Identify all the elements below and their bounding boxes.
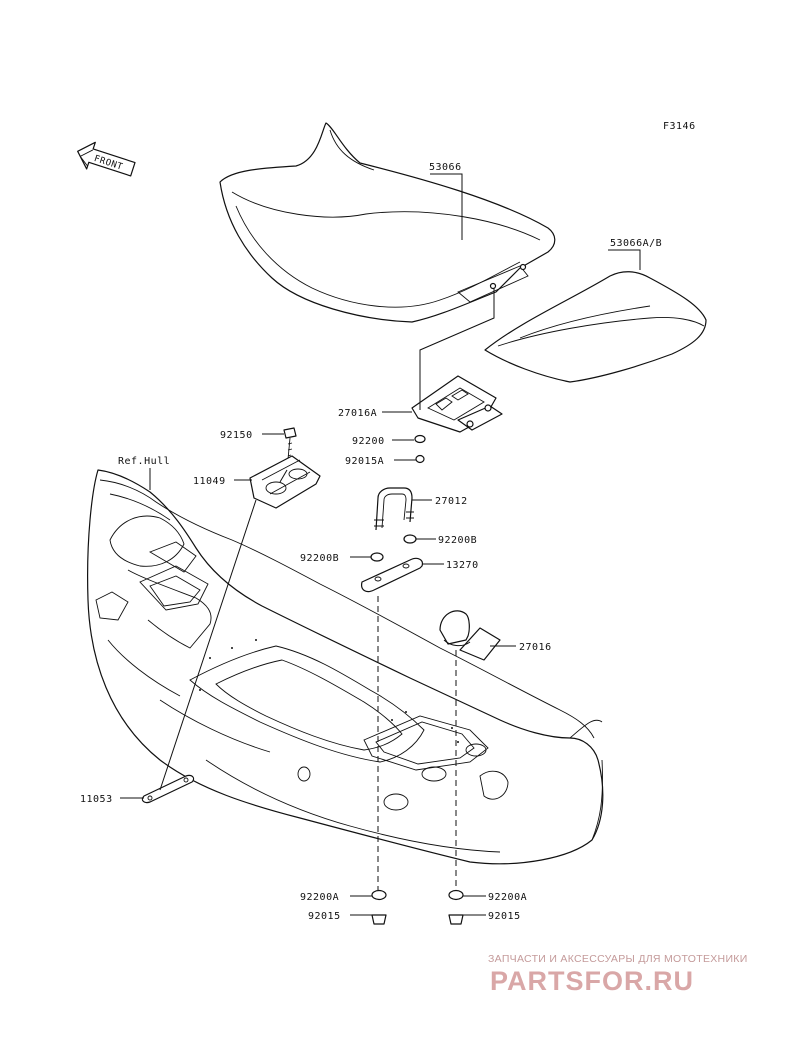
u-bolt-27012 bbox=[374, 487, 414, 531]
callout-92150: 92150 bbox=[220, 430, 253, 441]
callout-92200b-right: 92200B bbox=[438, 535, 477, 546]
plate-13270 bbox=[361, 557, 423, 593]
callout-11053: 11053 bbox=[80, 794, 113, 805]
main-seat bbox=[219, 122, 556, 323]
callout-27016: 27016 bbox=[519, 642, 552, 653]
rear-seat bbox=[484, 271, 707, 383]
watermark-tagline: ЗАПЧАСТИ И АКСЕССУАРЫ ДЛЯ МОТОТЕХНИКИ bbox=[488, 953, 748, 965]
figure-code: F3146 bbox=[663, 121, 696, 132]
plate-11049 bbox=[249, 455, 321, 509]
callout-53066ab: 53066A/B bbox=[610, 238, 662, 249]
seat-latch-bracket bbox=[411, 375, 503, 433]
watermark: ЗАПЧАСТИ И АКСЕССУАРЫ ДЛЯ МОТОТЕХНИКИ PA… bbox=[488, 953, 748, 996]
washer-92200b-left bbox=[370, 552, 384, 562]
nut-92015-left bbox=[371, 914, 387, 925]
ref-hull-label: Ref.Hull bbox=[118, 456, 170, 467]
strap-11053 bbox=[141, 774, 195, 804]
callout-92200: 92200 bbox=[352, 436, 385, 447]
leader-lines bbox=[120, 173, 641, 916]
washer-92200a-right bbox=[448, 889, 464, 901]
callout-92015-right: 92015 bbox=[488, 911, 521, 922]
callout-13270: 13270 bbox=[446, 560, 479, 571]
latch-27016 bbox=[439, 610, 501, 661]
callout-92200a-right: 92200A bbox=[488, 892, 527, 903]
callout-92015a: 92015A bbox=[345, 456, 384, 467]
nut-92015-right bbox=[448, 914, 464, 925]
hull bbox=[87, 469, 604, 865]
washer-92200 bbox=[414, 434, 426, 444]
callout-53066: 53066 bbox=[429, 162, 462, 173]
nut-92015a bbox=[415, 454, 425, 464]
callout-labels: 53066 53066A/B 27016A 92200 92015A 92150… bbox=[80, 162, 662, 922]
callout-92200b-left: 92200B bbox=[300, 553, 339, 564]
callout-27012: 27012 bbox=[435, 496, 468, 507]
callout-11049: 11049 bbox=[193, 476, 226, 487]
callout-92015-left: 92015 bbox=[308, 911, 341, 922]
watermark-brand: PARTSFOR.RU bbox=[490, 966, 694, 996]
washer-92200b-right bbox=[403, 534, 417, 544]
callout-92200a-left: 92200A bbox=[300, 892, 339, 903]
washer-92200a-left bbox=[371, 889, 387, 901]
front-arrow-icon: FRONT bbox=[77, 141, 136, 177]
callout-27016a: 27016A bbox=[338, 408, 377, 419]
